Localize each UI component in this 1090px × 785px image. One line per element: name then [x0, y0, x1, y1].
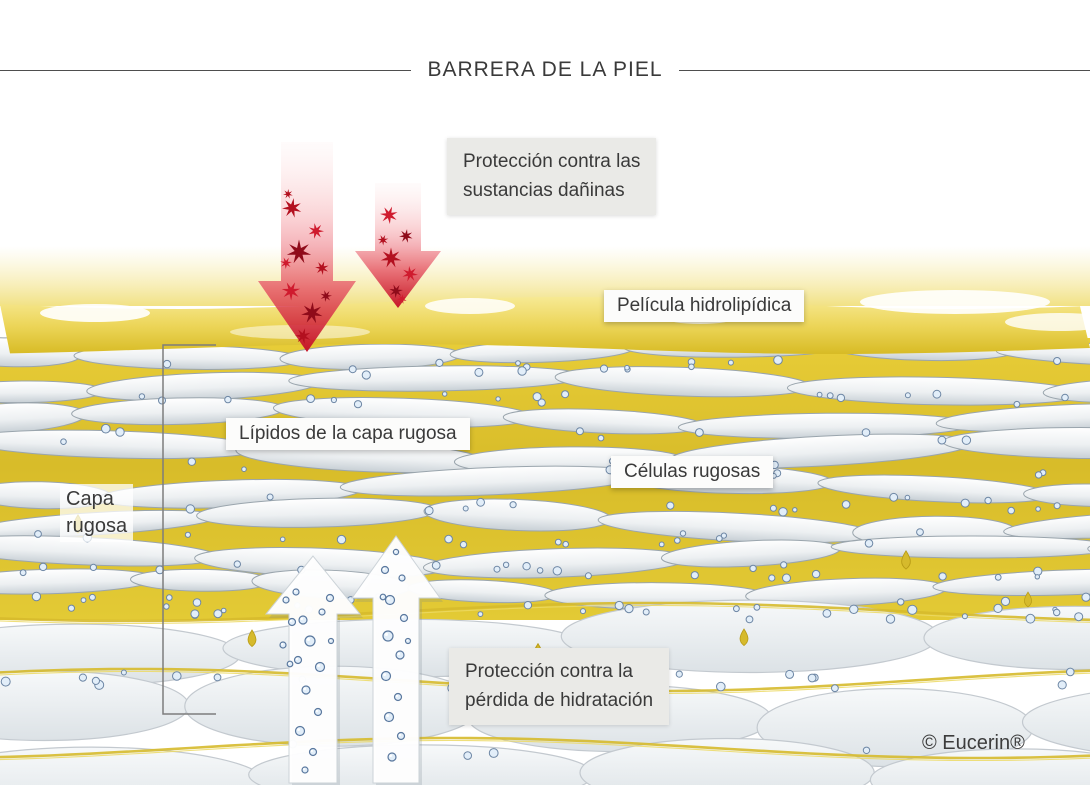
label-horny-layer-line2: rugosa	[66, 515, 128, 537]
title-rule-right	[678, 69, 1090, 71]
moisture-arrows	[264, 535, 443, 785]
hydrolipid-film	[0, 246, 1090, 354]
label-protection-harmful-line2: sustancias dañinas	[463, 179, 625, 201]
label-horny-layer: Capa rugosa	[60, 484, 134, 542]
capa-rugosa-bracket	[162, 344, 216, 715]
diagram-title-bar: BARRERA DE LA PIEL	[0, 58, 1090, 82]
label-horny-cells: Células rugosas	[611, 456, 774, 488]
label-lipids: Lípidos de la capa rugosa	[226, 418, 470, 450]
harmful-substance-arrows	[258, 142, 441, 352]
label-horny-layer-line1: Capa	[66, 488, 114, 510]
page-title: BARRERA DE LA PIEL	[427, 58, 663, 81]
label-protection-harmful-line1: Protección contra las	[463, 151, 641, 172]
moisture-dots	[0, 355, 1090, 760]
label-protection-moisture: Protección contra la pérdida de hidratac…	[449, 648, 670, 725]
title-rule-left	[0, 69, 412, 71]
label-protection-moisture-line2: pérdida de hidratación	[465, 689, 654, 711]
label-hydrolipid-film: Película hidrolipídica	[604, 290, 805, 322]
copyright-text: © Eucerin®	[922, 732, 1025, 754]
label-protection-moisture-line1: Protección contra la	[465, 661, 633, 682]
label-protection-harmful: Protección contra las sustancias dañinas	[447, 138, 657, 215]
